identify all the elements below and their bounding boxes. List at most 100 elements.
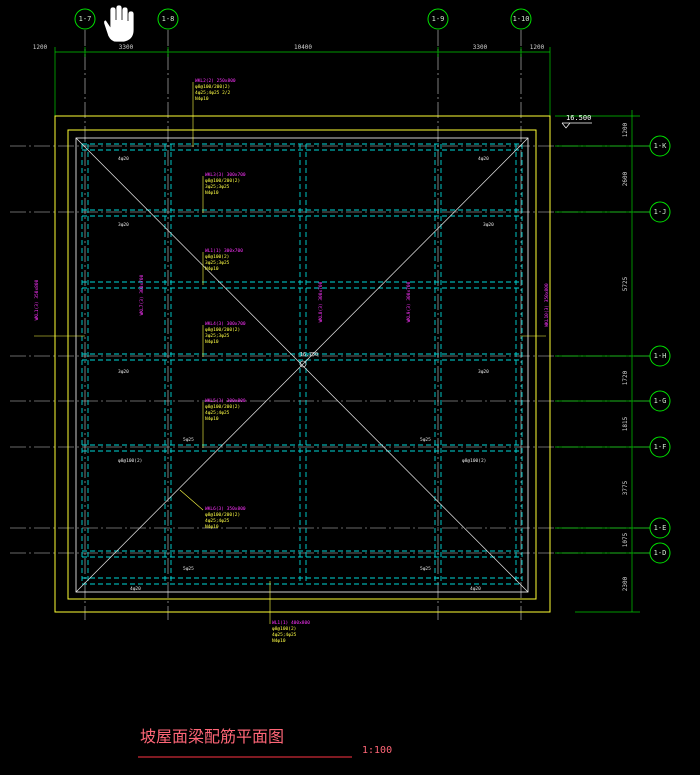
beam-annotation-line: WKL3(3) 300x700 [205,172,246,178]
grid-row-bubble [649,201,671,223]
grid-row-label: 1-D [654,549,667,557]
rebar-label: 5φ25 [183,566,194,572]
grid-row-bubble [649,436,671,458]
rebar-label: 5φ25 [420,566,431,572]
beam-annotation-line: WKL5(3) 300x800 [205,398,246,404]
roof-slab-outline [54,115,551,613]
hand-pan-icon[interactable] [103,4,135,43]
beam-annotation-line: 3φ25;3φ25 [205,260,230,266]
side-beam-label: WKL7(3) 300x700 [139,274,145,315]
rebar-label: 4φ20 [118,156,129,162]
beam-annotation-line: φ8@100(2) [205,254,229,260]
side-beam-label: WKL10(3) 350x800 [544,283,550,327]
rebar-label: 3φ20 [118,369,129,375]
side-beam-label: WKL1(3) 350x800 [34,279,40,320]
grid-row-label: 1-E [654,524,667,532]
grid-row-bubble [649,542,671,564]
rebar-label: φ8@100(2) [462,458,486,464]
rebar-label: 3φ20 [483,222,494,228]
rebar-label: φ8@100(2) [118,458,142,464]
right-dimension-value: 1200 [622,122,629,137]
rebar-label: 5φ25 [183,437,194,443]
beam-annotation-line: φ8@100/200(2) [205,178,240,184]
beam-annotation-line: WL1(1) 300x700 [205,248,243,254]
right-dimension-value: 2600 [622,171,629,186]
beam-annotation-line: N4φ10 [205,416,219,422]
center-elevation-text: 16.750 [300,352,318,358]
grid-row-label: 1-H [654,352,667,360]
grid-row-bubble [649,345,671,367]
beam-annotation-line: φ8@100(2) [272,626,296,632]
side-beam-label: WKL8(3) 300x700 [318,281,324,322]
side-beam-label: WKL9(3) 300x700 [406,281,412,322]
drawing-scale: 1:100 [362,745,392,756]
grid-col-bubble [74,8,96,30]
right-dimension-value: 1075 [622,532,629,547]
beam-annotation-line: 3φ25;3φ25 [205,333,230,339]
right-dimension-value: 2300 [622,576,629,591]
rebar-label: 4φ20 [478,156,489,162]
annotation-leaders [34,82,546,624]
roof-hip-lines [75,137,529,593]
grid-col-bubble [157,8,179,30]
grid-row-lines: 1-K 1-J 1-H 1-G 1-F 1-E 1-D [10,135,671,564]
top-dimension-value: 3300 [473,44,488,51]
rebar-label: 4φ20 [130,586,141,592]
beam-annotation-line: φ8@100/200(2) [205,327,240,333]
grid-col-bubble [427,8,449,30]
beam-annotation-line: N4φ10 [205,339,219,345]
right-dimension-texts: 1200 2600 5725 1720 1815 3775 1075 2300 [622,122,629,591]
top-dimension-value: 1200 [33,44,48,51]
rebar-label: 3φ20 [118,222,129,228]
beam-annotation-line: WL1(1) 400x800 [272,620,310,626]
beam-annotation-line: 4φ25;4φ25 [272,632,297,638]
right-dimension-value: 3775 [622,480,629,495]
beam-annotation-line: WKL4(3) 300x700 [205,321,246,327]
top-dimension-value: 3300 [119,44,134,51]
grid-row-bubble [649,517,671,539]
beam-annotation-line: WKL2(2) 250x800 [195,78,236,84]
grid-col-label: 1-9 [432,15,445,23]
beam-annotation-line: 4φ25;4φ25 2/2 [195,90,231,96]
grid-row-bubble [649,390,671,412]
right-dimension-line [555,110,640,613]
beam-annotation-line: WKL6(3) 350x800 [205,506,246,512]
beam-annotation-line: N4φ10 [205,524,219,530]
top-dimension-texts: 1200 3300 10400 3300 1200 [33,44,545,51]
beam-annotation-line: φ8@100/200(2) [205,512,240,518]
beam-annotation-line: N4φ10 [205,266,219,272]
beam-annotation-line: N4φ10 [195,96,209,102]
grid-col-label: 1-10 [513,15,530,23]
beam-annotation-line: N4φ10 [272,638,286,644]
grid-col-label: 1-7 [79,15,92,23]
beam-annotation-line: φ8@100/200(2) [195,84,230,90]
right-dimension-value: 5725 [622,276,629,291]
rebar-small-labels: 4φ20 4φ20 3φ20 3φ20 3φ20 3φ20 5φ25 5φ25 φ8@100(2… [118,156,494,592]
beam-annotation-line: 4φ25;4φ25 [205,518,230,524]
rebar-label: 3φ20 [478,369,489,375]
grid-row-label: 1-J [654,208,667,216]
grid-col-label: 1-8 [162,15,175,23]
beam-annotation-line: 4φ25;4φ25 [205,410,230,416]
side-beam-labels: WKL1(3) 350x800 WKL7(3) 300x700 WKL8(3) 30… [34,274,550,326]
top-dimension-value: 10400 [294,44,312,51]
beam-annotation-line: φ8@100/200(2) [205,404,240,410]
elevation-text: 16.500 [566,114,591,122]
drawing-title: 坡屋面梁配筋平面图 [140,727,284,746]
grid-col-bubble [510,8,532,30]
top-dimension-value: 1200 [530,44,545,51]
beam-annotation-line: 3φ25;3φ25 [205,184,230,190]
rebar-label: 4φ20 [470,586,481,592]
grid-row-label: 1-K [654,142,667,150]
grid-column-lines: 1-7 1-8 1-9 1-10 [74,8,532,620]
grid-row-label: 1-F [654,443,667,451]
grid-row-label: 1-G [654,397,667,405]
right-dimension-value: 1815 [622,416,629,431]
rebar-label: 5φ25 [420,437,431,443]
right-dimension-value: 1720 [622,370,629,385]
elevation-mark: 16.500 [561,114,592,129]
top-dimension-line [54,47,551,118]
grid-row-bubble [649,135,671,157]
